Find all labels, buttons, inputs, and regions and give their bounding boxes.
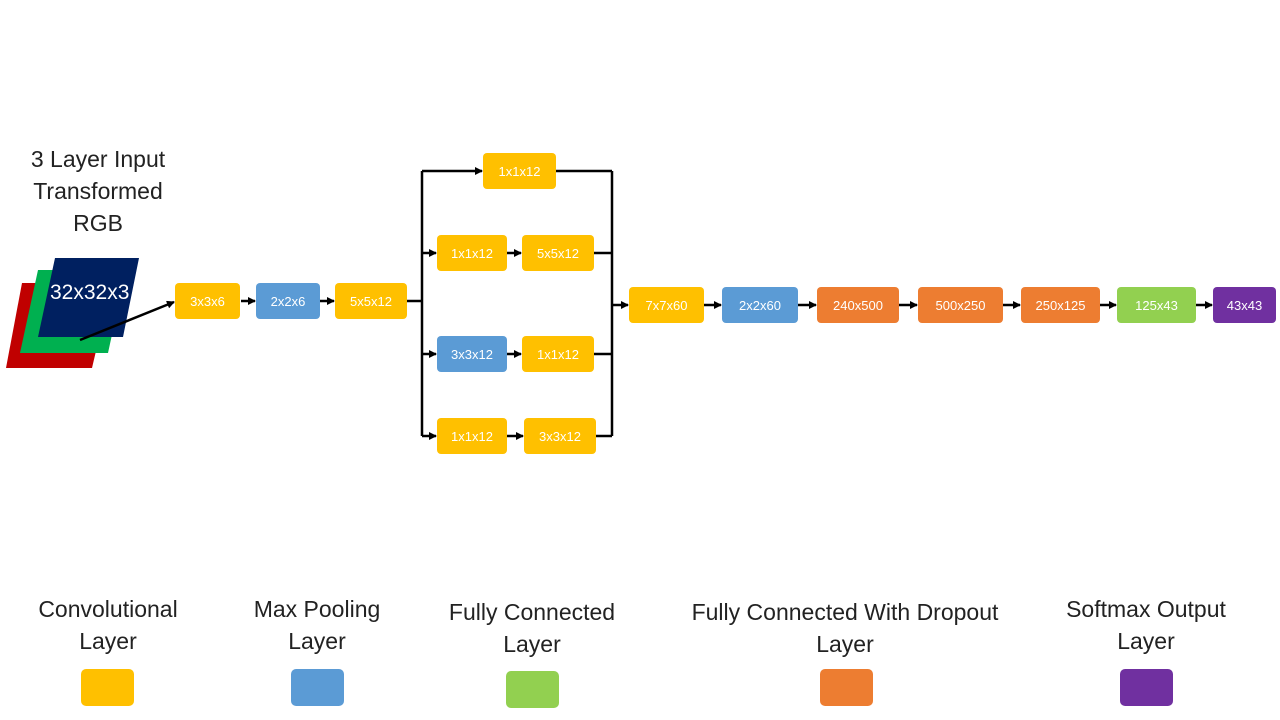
legend-label-max-pooling: Max Pooling Layer xyxy=(227,593,407,657)
layer-node-conv: 5x5x12 xyxy=(335,283,407,319)
legend-label-fully-connected: Fully Connected Layer xyxy=(432,596,632,660)
legend-label-line: Layer xyxy=(503,631,561,657)
branch2-node-conv: 5x5x12 xyxy=(522,235,594,271)
legend-label-line: Fully Connected xyxy=(448,599,616,625)
input-title: 3 Layer Input Transformed RGB xyxy=(8,143,188,239)
input-layer-blue xyxy=(38,258,139,337)
legend-label-line: Convolutional xyxy=(38,596,178,622)
legend-swatch-fully-connected xyxy=(506,671,559,708)
input-title-line: Transformed xyxy=(33,178,163,204)
branch4-node-conv: 1x1x12 xyxy=(437,418,507,454)
legend-label-line: Max Pooling xyxy=(253,596,381,622)
legend-label-line: Softmax Output xyxy=(1066,596,1226,622)
legend-label-softmax: Softmax Output Layer xyxy=(1041,593,1251,657)
input-title-line: 3 Layer Input xyxy=(30,146,166,172)
layer-node-pool: 2x2x60 xyxy=(722,287,798,323)
legend-label-line: Layer xyxy=(288,628,346,654)
layer-node-softmax: 43x43 xyxy=(1213,287,1276,323)
legend-swatch-softmax xyxy=(1120,669,1173,706)
layer-node-fc: 125x43 xyxy=(1117,287,1196,323)
branch3-node-conv: 1x1x12 xyxy=(522,336,594,372)
legend-label-fc-dropout: Fully Connected With Dropout Layer xyxy=(665,596,1025,660)
legend-label-line: Layer xyxy=(1117,628,1175,654)
legend-swatch-max-pooling xyxy=(291,669,344,706)
legend-label-line: Layer xyxy=(816,631,874,657)
layer-node-fc-dropout: 500x250 xyxy=(918,287,1003,323)
branch3-node-pool: 3x3x12 xyxy=(437,336,507,372)
branch1-node-conv: 1x1x12 xyxy=(483,153,556,189)
legend-swatch-convolutional xyxy=(81,669,134,706)
input-title-line: RGB xyxy=(73,210,123,236)
arrow-input-to-conv xyxy=(79,300,175,342)
legend-label-line: Layer xyxy=(79,628,137,654)
layer-node-conv: 7x7x60 xyxy=(629,287,704,323)
layer-node-fc-dropout: 240x500 xyxy=(817,287,899,323)
input-dimension-label: 32x32x3 xyxy=(50,281,130,304)
legend-label-line: Fully Connected With Dropout xyxy=(691,599,999,625)
layer-node-fc-dropout: 250x125 xyxy=(1021,287,1100,323)
layer-node-conv: 3x3x6 xyxy=(175,283,240,319)
branch4-node-conv: 3x3x12 xyxy=(524,418,596,454)
legend-label-convolutional: Convolutional Layer xyxy=(18,593,198,657)
legend-swatch-fc-dropout xyxy=(820,669,873,706)
branch2-node-conv: 1x1x12 xyxy=(437,235,507,271)
layer-node-pool: 2x2x6 xyxy=(256,283,320,319)
